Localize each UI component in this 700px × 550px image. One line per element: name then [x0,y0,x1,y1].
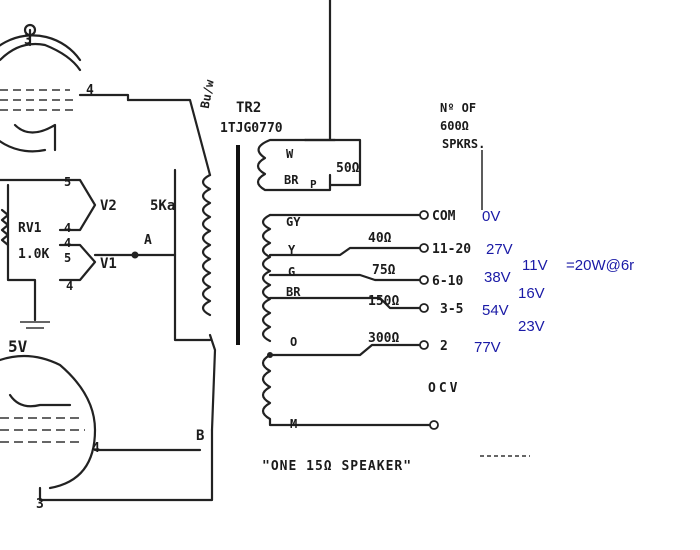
lower-tube-pin3: 3 [36,497,44,512]
feedback-w: W [286,147,294,161]
primary-impedance: 5Ka [150,198,175,214]
upper-tube-pin3: 3 [24,33,32,48]
balance-pin-a: 5 [64,175,71,189]
b-plus-wire [303,0,337,142]
transformer-ref: TR2 [236,100,261,116]
terminal-2 [419,340,429,350]
tap-impedance-300: 300Ω [368,331,399,346]
tap-impedance-150: 150Ω [368,294,399,309]
annotation-54v: 54V [482,302,509,319]
tap-impedance-75: 75Ω [372,263,396,278]
terminal-11-20 [419,243,429,253]
feedback-br: BR [284,173,299,187]
annotation-0v: 0V [482,208,500,225]
annotation-16v: 16V [518,285,545,302]
balance-pot-ref: RV1 [18,221,42,236]
tap-wire-br [268,296,422,310]
speaker-count-note-1: Nº OF [440,101,476,115]
node-a-label: A [144,233,152,248]
feedback-impedance: 50Ω [336,161,360,176]
v2-label: V2 [100,198,117,214]
feedback-p: P [310,178,317,191]
upper-tube [0,23,130,153]
transformer-part: 1TJG0770 [220,121,283,136]
wire-label-o: O [290,335,297,349]
primary-top-label: Bu/w [198,78,217,110]
lower-tube [0,354,214,502]
terminal-label-2: 2 [440,339,448,354]
speaker-count-note-3: SPKRS. [442,137,485,151]
terminal-label-occv: OCV [428,381,460,396]
terminal-label-3-5: 3-5 [440,302,463,317]
lower-tube-pin4: 4 [92,441,100,456]
terminal-com [419,210,429,220]
v1-label: V1 [100,256,117,272]
balance-pin-b: 4 [64,221,71,235]
wire-label-g: G [288,265,295,279]
balance-pin-d: 5 [64,251,71,265]
tap-wire-y [268,246,422,257]
terminal-label-m: M [290,417,297,431]
tap-wire-g [268,273,422,282]
terminal-label-11-20: 11-20 [432,242,471,257]
annotation-power: =20W@6r [566,257,634,274]
tap-impedance-40: 40Ω [368,231,392,246]
annotation-11v: 11V [522,257,548,274]
tap-wire-o [268,343,422,357]
primary-winding [126,98,217,432]
speaker-count-note-2: 600Ω [440,119,469,133]
balance-network [0,178,137,329]
lower-tube-voltage: 5V [8,337,28,356]
annotation-27v: 27V [486,241,513,258]
terminal-label-com: COM [432,209,456,224]
annotation-38v: 38V [484,269,511,286]
balance-pot-value: 1.0K [18,247,49,262]
feedback-winding [256,138,362,192]
upper-tube-pin4: 4 [86,83,94,98]
terminal-m [429,420,439,430]
annotation-77v: 77V [474,339,501,356]
terminal-label-6-10: 6-10 [432,274,463,289]
annotation-23v: 23V [518,318,545,335]
wire-label-br: BR [286,285,301,299]
footer-note: "ONE 15Ω SPEAKER" [262,459,412,474]
primary-bottom-label: B [196,428,204,444]
wire-label-gy: GY [286,215,301,229]
wire-label-y: Y [288,243,296,257]
terminal-6-10 [419,275,429,285]
balance-pin-c: 4 [64,236,71,250]
balance-pin-e: 4 [66,279,73,293]
terminal-3-5 [419,303,429,313]
